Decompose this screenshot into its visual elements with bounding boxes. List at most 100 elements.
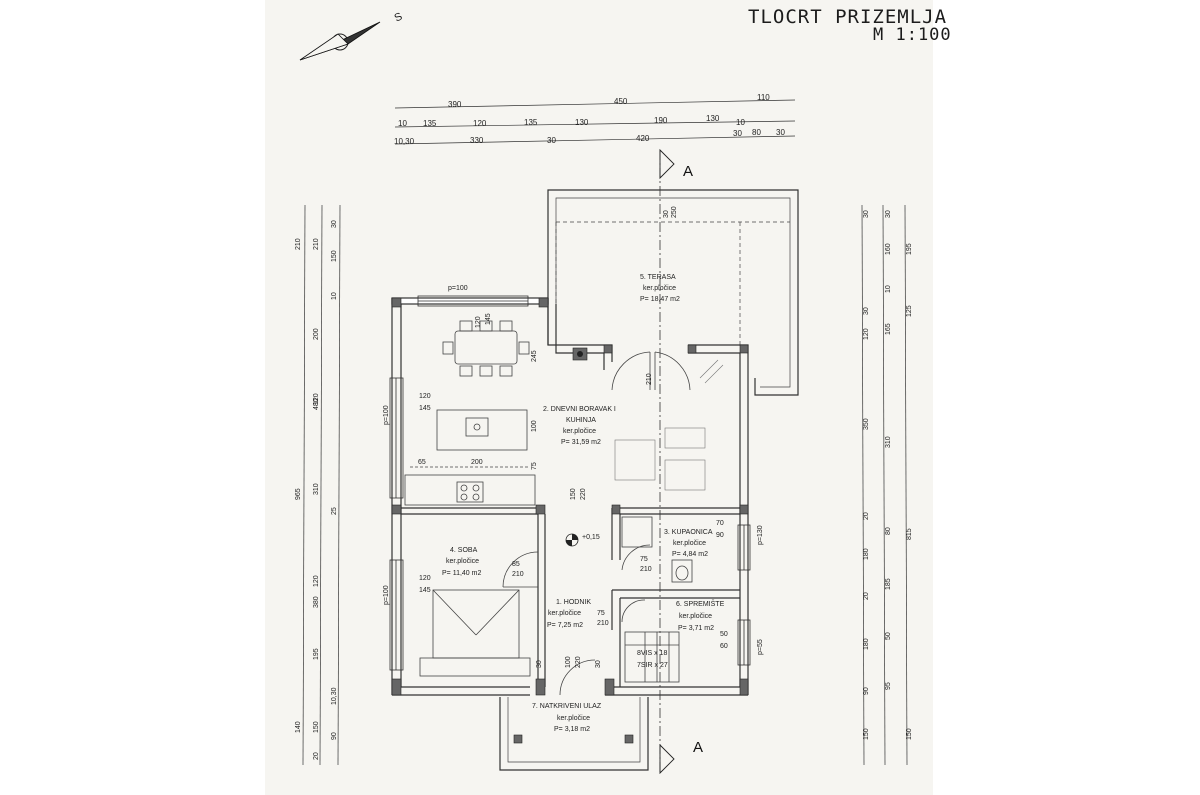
dim-text: 25 — [331, 507, 338, 515]
inner-dimension-labels: p=100 p=100 p=100 p=130 p=55 120 145 120… — [383, 206, 764, 669]
level-marker: +0,15 — [565, 533, 600, 547]
p-mark: p=100 — [383, 585, 390, 605]
room-area: P= 3,18 m2 — [554, 726, 590, 733]
dim-text: 120 — [313, 393, 320, 405]
p-mark: p=100 — [448, 285, 468, 292]
dim-text: 195 — [906, 243, 913, 255]
dim-text: 125 — [906, 305, 913, 317]
room-hodnik: 1. HODNIK ker.pločice P= 7,25 m2 — [547, 599, 591, 629]
p-mark: p=130 — [757, 525, 764, 545]
dim-text: 130 — [575, 118, 589, 127]
section-line: A A — [659, 148, 703, 775]
room-floor: ker.pločice — [643, 285, 676, 292]
dim-text: 30 — [663, 210, 670, 218]
dim-text: 10 — [331, 292, 338, 300]
dim-text: 130 — [706, 114, 720, 123]
dim-text: 140 — [295, 721, 302, 733]
room-area: P= 31,59 m2 — [561, 439, 601, 446]
room-natkriveni-ulaz: 7. NATKRIVENI ULAZ ker.pločice P= 3,18 m… — [532, 703, 602, 733]
dim-text: 60 — [720, 643, 728, 650]
dim-text: 80 — [752, 128, 761, 137]
stairs-tread: 7SIR x 27 — [637, 662, 668, 669]
dim-text: 350 — [863, 418, 870, 430]
dim-text: 50 — [720, 631, 728, 638]
dim-text: 480 — [313, 398, 320, 410]
structural-columns — [391, 297, 749, 744]
room-area: P= 3,71 m2 — [678, 625, 714, 632]
dim-text: 30 — [776, 128, 785, 137]
dim-text: 135 — [423, 119, 437, 128]
dim-text: 390 — [448, 100, 462, 109]
dim-text: 70 — [716, 520, 724, 527]
dim-text: 10,30 — [394, 137, 415, 146]
dim-text: 310 — [885, 436, 892, 448]
dim-text: 310 — [313, 483, 320, 495]
dim-text: 210 — [512, 571, 524, 578]
room-area: P= 7,25 m2 — [547, 622, 583, 629]
room-area: P= 4,84 m2 — [672, 551, 708, 558]
dim-text: 30 — [536, 660, 543, 668]
room-floor: ker.pločice — [446, 558, 479, 565]
dim-text: 965 — [295, 488, 302, 500]
dim-text: 20 — [313, 752, 320, 760]
top-dimension-texts: 390 450 110 10 135 120 135 130 190 130 1… — [394, 93, 785, 146]
dim-text: 160 — [885, 243, 892, 255]
dim-text: 110 — [757, 93, 770, 102]
dim-text: 75 — [597, 610, 605, 617]
dim-text: 90 — [863, 687, 870, 695]
dim-text: 210 — [597, 620, 609, 627]
door-swings — [502, 351, 691, 696]
plan-title: TLOCRT PRIZEMLJA — [748, 6, 948, 28]
dim-text: 210 — [295, 238, 302, 250]
dim-text: 90 — [331, 732, 338, 740]
dim-text: 120 — [473, 119, 487, 128]
dim-text: 210 — [646, 373, 653, 385]
room-name: 7. NATKRIVENI ULAZ — [532, 703, 602, 710]
right-dimension-texts: 195 125 815 150 160 165 350 310 180 185 … — [863, 210, 913, 740]
dim-text: 150 — [331, 250, 338, 262]
dim-text: 120 — [419, 575, 431, 582]
dim-text: 120 — [475, 316, 482, 328]
dim-text: 10 — [398, 119, 407, 128]
dim-text: 10 — [885, 285, 892, 293]
kitchen — [404, 409, 536, 506]
dim-text: 30 — [547, 136, 556, 145]
north-arrow-icon: S — [299, 11, 404, 61]
dim-text: 90 — [716, 532, 724, 539]
section-label-top: A — [683, 163, 693, 180]
room-soba: 4. SOBA ker.pločice P= 11,40 m2 — [442, 547, 481, 577]
room-name: 2. DNEVNI BORAVAK I — [543, 406, 616, 413]
room-floor: ker.pločice — [557, 715, 590, 722]
room-area: P= 18,47 m2 — [640, 296, 680, 303]
dim-text: 20 — [863, 512, 870, 520]
room-name-line2: KUHINJA — [566, 417, 596, 424]
windows — [389, 295, 751, 671]
room-floor: ker.pločice — [673, 540, 706, 547]
dim-text: 100 — [565, 656, 572, 668]
dining-set — [442, 320, 530, 377]
dim-text: 150 — [906, 728, 913, 740]
room-kupaonica: 3. KUPAONICA ker.pločice P= 4,84 m2 — [664, 529, 713, 558]
dim-text: 190 — [654, 116, 668, 125]
p-mark: p=100 — [383, 405, 390, 425]
dim-text: 245 — [531, 350, 538, 362]
p-mark: p=55 — [757, 639, 764, 655]
left-dimension-lines — [302, 204, 341, 766]
stairs — [624, 631, 680, 683]
dim-text: 145 — [419, 587, 431, 594]
dim-text: 450 — [614, 97, 628, 106]
dim-text: 95 — [885, 682, 892, 690]
dim-text: 330 — [470, 136, 484, 145]
right-dimension-lines — [861, 204, 908, 766]
room-name: 6. SPREMIŠTE — [676, 599, 725, 608]
dim-text: 120 — [863, 328, 870, 340]
dim-text: 200 — [313, 328, 320, 340]
dim-text: 30 — [331, 220, 338, 228]
dim-text: 210 — [313, 238, 320, 250]
room-dnevni-boravak: 2. DNEVNI BORAVAK I KUHINJA ker.pločice … — [543, 406, 616, 446]
dim-text: 30 — [733, 129, 742, 138]
dim-text: 80 — [885, 527, 892, 535]
dim-text: 120 — [313, 575, 320, 587]
dim-text: 220 — [580, 488, 587, 500]
room-floor: ker.pločice — [679, 613, 712, 620]
